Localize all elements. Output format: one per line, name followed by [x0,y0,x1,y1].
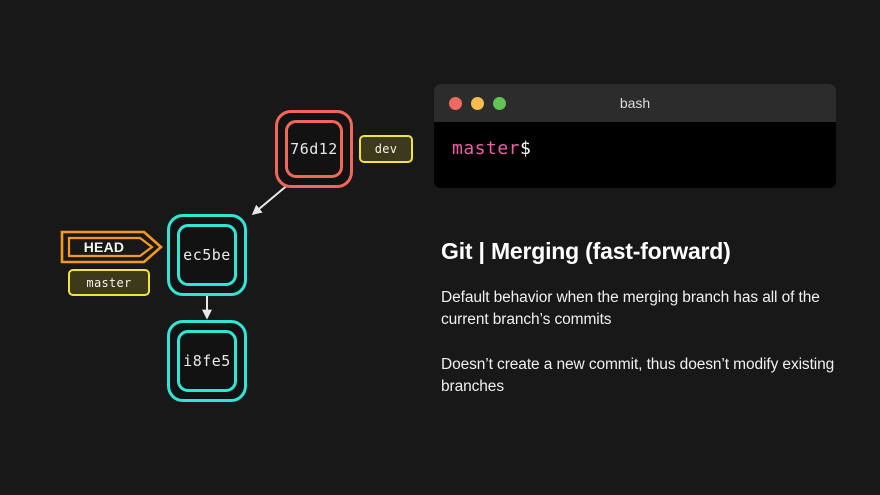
commit-node-inner-border: ec5be [177,224,237,286]
commit-graph: 76d12 ec5be i8fe5 dev master HEAD [60,110,413,402]
commit-node-76d12[interactable]: 76d12 [275,110,353,188]
terminal-prompt: master$ [452,138,836,159]
head-arrow-shape [60,230,163,264]
commit-hash-label: 76d12 [290,140,338,158]
commit-hash-label: ec5be [183,246,231,264]
head-label: HEAD [83,239,125,255]
terminal-body[interactable]: master$ [434,122,836,188]
prompt-branch-name: master [452,138,521,159]
body-paragraph-2: Doesn’t create a new commit, thus doesn’… [441,355,835,396]
commit-node-ec5be[interactable]: ec5be [167,214,247,296]
close-icon[interactable] [449,96,462,110]
maximize-icon[interactable] [493,96,506,110]
body-paragraph-1: Default behavior when the merging branch… [441,289,820,329]
commit-node-i8fe5[interactable]: i8fe5 [167,320,247,402]
branch-tag-master[interactable]: master [68,269,150,296]
window-controls [449,96,506,110]
page-title: Git | Merging (fast-forward) [441,238,731,264]
prompt-sigil: $ [520,138,532,159]
commit-node-inner-border: i8fe5 [177,330,237,392]
branch-tag-dev[interactable]: dev [359,135,413,163]
minimize-icon[interactable] [471,96,484,110]
terminal-window[interactable]: bash master$ [434,84,836,188]
terminal-titlebar[interactable]: bash [434,84,836,122]
head-pointer[interactable]: HEAD [60,229,164,265]
commit-hash-label: i8fe5 [183,352,231,370]
commit-node-inner-border: 76d12 [285,120,343,178]
slide-copy: Git | Merging (fast-forward) Default beh… [441,238,841,399]
